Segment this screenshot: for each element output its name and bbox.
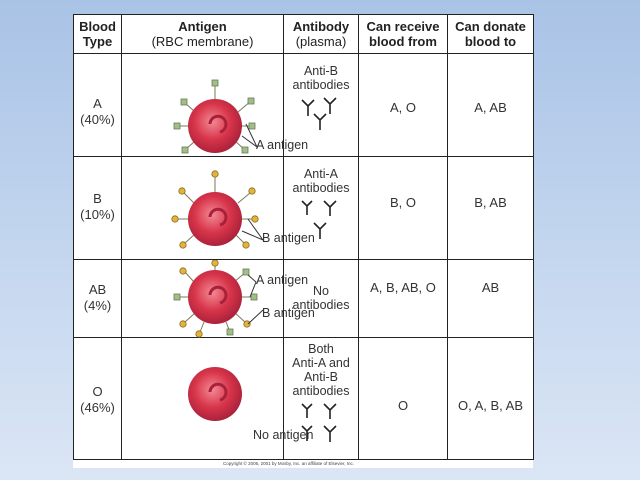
header-can-donate: Can donate blood to xyxy=(447,14,534,54)
can-receive-cell: B, O xyxy=(358,156,448,260)
can-donate-cell: O, A, B, AB xyxy=(447,337,534,460)
header-antigen: Antigen (RBC membrane) xyxy=(121,14,284,54)
can-donate-cell: B, AB xyxy=(447,156,534,260)
antigen-cell: B antigen xyxy=(121,156,315,260)
blood-type-percent: (4%) xyxy=(83,298,112,313)
antigen-cell: A antigen xyxy=(121,53,308,157)
rbc-b-antigen-icon xyxy=(171,170,264,249)
blood-type-cell: O (46%) xyxy=(73,337,122,460)
blood-type-percent: (40%) xyxy=(80,112,115,127)
antigen-cell: No antigen xyxy=(121,337,313,460)
can-donate-cell: AB xyxy=(447,259,534,338)
header-blood-type: Blood Type xyxy=(73,14,122,54)
antibody-cell: Both Anti-A and Anti-B antibodies xyxy=(283,337,359,460)
antibody-cell: Anti-A antibodies xyxy=(283,156,359,260)
can-donate-cell: A, AB xyxy=(447,53,534,157)
table-row-a: A (40%) xyxy=(73,53,534,157)
blood-type-name: A xyxy=(93,96,102,111)
table-row-o: O (46%) xyxy=(73,337,534,460)
blood-type-cell: AB (4%) xyxy=(73,259,122,338)
copyright-notice: Copyright © 2006, 2001 by Mosby, Inc. an… xyxy=(223,461,354,466)
blood-type-cell: B (10%) xyxy=(73,156,122,260)
can-receive-cell: A, O xyxy=(358,53,448,157)
can-receive-cell: A, B, AB, O xyxy=(358,259,448,338)
header-antibody: Antibody (plasma) xyxy=(283,14,359,54)
blood-type-name: O xyxy=(92,384,103,399)
blood-type-chart: Blood Type Antigen (RBC membrane) Antibo… xyxy=(73,14,534,468)
rbc-a-antigen-icon xyxy=(173,79,258,154)
header-can-receive: Can receive blood from xyxy=(358,14,448,54)
blood-type-percent: (46%) xyxy=(80,400,115,415)
blood-type-name: AB xyxy=(88,282,107,297)
blood-type-percent: (10%) xyxy=(80,207,115,222)
can-receive-cell: O xyxy=(358,337,448,460)
rbc-no-antigen-icon xyxy=(188,367,242,421)
table-row-b: B (10%) xyxy=(73,156,534,260)
header-row: Blood Type Antigen (RBC membrane) Antibo… xyxy=(73,14,534,54)
antigen-cell: A antigen B antigen xyxy=(121,259,315,338)
blood-type-name: B xyxy=(93,191,102,206)
table-row-ab: AB (4%) xyxy=(73,259,534,338)
rbc-ab-antigen-icon xyxy=(173,260,264,338)
blood-type-table: Blood Type Antigen (RBC membrane) Antibo… xyxy=(73,14,534,460)
antibody-cell: No antibodies xyxy=(283,259,359,338)
antibody-cell: Anti-B antibodies xyxy=(283,53,359,157)
antibody-icon xyxy=(301,200,337,239)
blood-type-cell: A (40%) xyxy=(73,53,122,157)
antibody-icon xyxy=(301,403,337,442)
antibody-icon xyxy=(301,97,337,130)
